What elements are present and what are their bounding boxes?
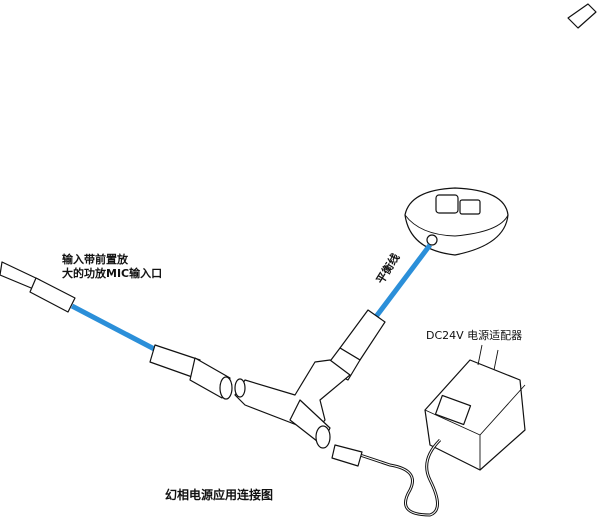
balanced-cable [373, 243, 432, 320]
dc-cable [359, 438, 442, 517]
dc-plug [331, 444, 363, 467]
amp-input-label-line1: 输入带前置放 [62, 253, 128, 266]
diagram-caption: 幻相电源应用连接图 [165, 488, 274, 502]
amp-input-label: 输入带前置放 大的功放MIC输入口 [62, 253, 162, 281]
amp-input-label-line2: 大的功放MIC输入口 [62, 267, 163, 280]
xlr-port [426, 234, 438, 246]
output-cable [70, 303, 162, 355]
power-adapter-label: DC24V 电源适配器 [426, 329, 523, 342]
phantom-t-adapter [234, 359, 351, 449]
xlr-female-connector [149, 344, 233, 400]
left-plug [0, 261, 76, 313]
power-adapter [424, 344, 526, 471]
mic-capsule [567, 3, 597, 29]
gooseneck-microphone [404, 3, 597, 256]
